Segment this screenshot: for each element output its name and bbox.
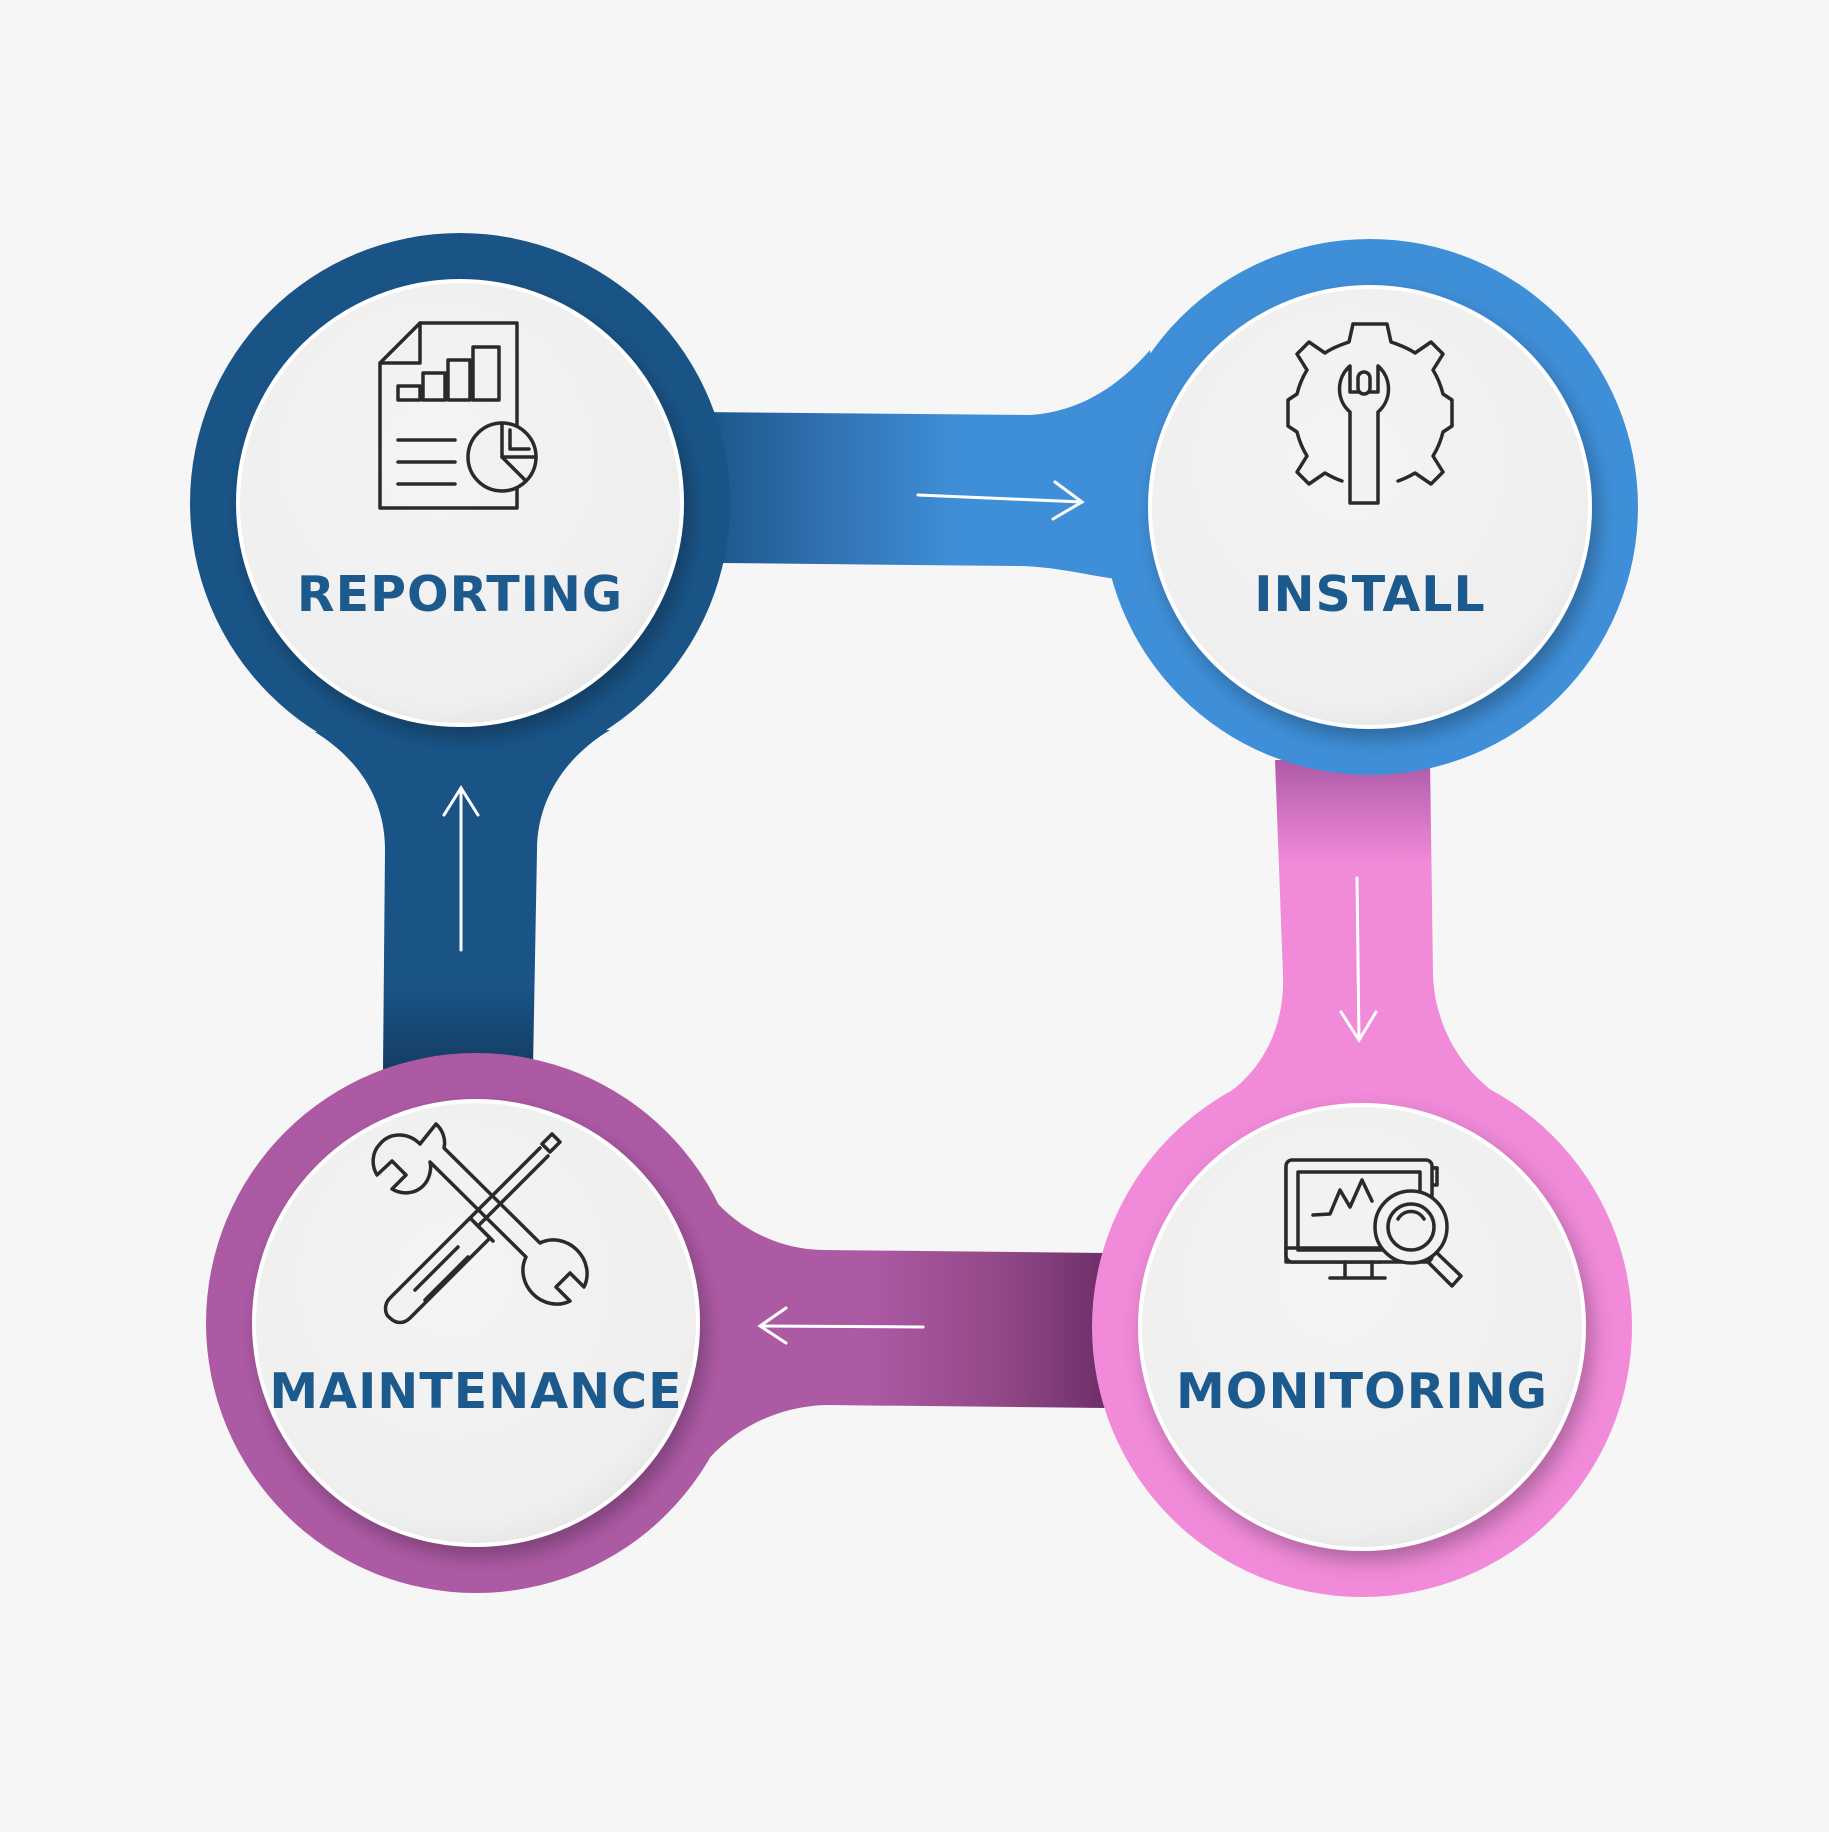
arrow-up bbox=[442, 785, 480, 952]
label-install: INSTALL bbox=[1254, 566, 1486, 623]
report-chart-icon bbox=[378, 321, 538, 510]
inner-circle-reporting bbox=[236, 279, 684, 727]
inner-circle-install bbox=[1148, 285, 1592, 729]
connector-right bbox=[1218, 760, 1505, 1100]
inner-circle-monitoring bbox=[1138, 1103, 1586, 1551]
arrow-down bbox=[1339, 876, 1378, 1043]
connector-top bbox=[700, 350, 1170, 580]
label-reporting: REPORTING bbox=[296, 566, 624, 623]
label-maintenance: MAINTENANCE bbox=[269, 1363, 683, 1420]
monitor-magnifier-icon bbox=[1284, 1158, 1463, 1288]
wrench-screwdriver-icon bbox=[371, 1122, 589, 1325]
arrow-right bbox=[916, 480, 1085, 521]
gear-wrench-icon bbox=[1286, 322, 1454, 505]
arrow-left bbox=[757, 1306, 925, 1345]
inner-circle-maintenance bbox=[252, 1099, 700, 1547]
label-monitoring: MONITORING bbox=[1176, 1363, 1548, 1420]
